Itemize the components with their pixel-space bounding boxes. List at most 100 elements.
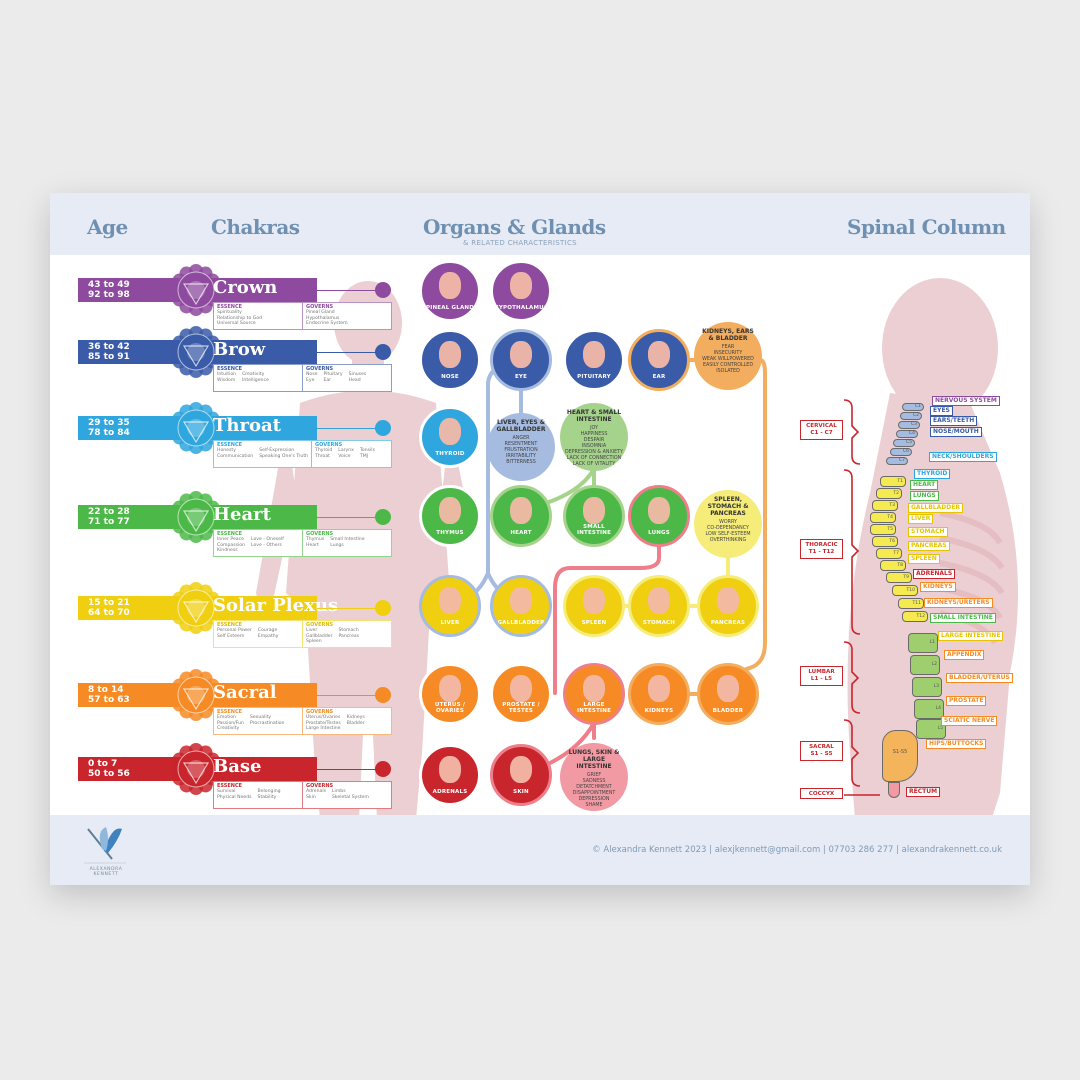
essence-item: Procrastination — [249, 720, 285, 726]
organ-illustration-icon — [438, 586, 462, 614]
chakra-name: Brow — [213, 339, 266, 360]
crown-chakra-symbol-icon — [170, 264, 222, 316]
vertebra-c3: C3 — [898, 421, 920, 429]
chakra-dot — [375, 600, 391, 616]
vertebra-c7: C7 — [886, 457, 908, 465]
essence-item: Survival — [217, 789, 236, 794]
organ-label: PITUITARY — [577, 374, 611, 380]
age-range-line: 78 to 84 — [88, 428, 130, 438]
governs-item: Small Intestine — [330, 537, 365, 542]
spine-label-stomach: STOMACH — [908, 527, 948, 537]
characteristic-item: DISAPPOINTMENT — [572, 791, 616, 796]
organ-illustration-icon — [509, 340, 533, 368]
characteristic-item: LACK OF VITALITY — [572, 462, 616, 467]
region-label-line: LUMBAR — [808, 669, 835, 675]
governs-item: Prostate/Testes — [306, 720, 341, 726]
governs-item: TMJ — [359, 453, 369, 459]
governs-heading: GOVERNS — [306, 709, 334, 715]
vertebra-t4: T4 — [870, 512, 896, 523]
vertebra-c6: C6 — [890, 448, 912, 456]
organ-label: ADRENALS — [432, 789, 468, 795]
organ-illustration-icon — [716, 586, 740, 614]
spine-label-nose-mouth: NOSE/MOUTH — [930, 427, 982, 437]
organ-illustration-icon — [582, 496, 606, 524]
spine-label-heart: HEART — [910, 480, 939, 490]
header-age: Age — [87, 215, 128, 239]
organ-illustration-icon — [647, 496, 671, 524]
characteristic-item: INSECURITY — [713, 351, 743, 356]
region-label-line: COCCYX — [808, 791, 835, 797]
vertebra-c1: C1 — [902, 403, 924, 411]
organ-illustration-icon — [582, 586, 606, 614]
spine-label-rectum: RECTUM — [906, 787, 941, 797]
essence-heading: ESSENCE — [217, 304, 243, 310]
characteristics-title: LUNGS, SKIN & LARGE INTESTINE — [568, 749, 620, 770]
spine-label-prostate: PROSTATE — [946, 696, 987, 706]
organ-label: SMALL INTESTINE — [576, 524, 612, 536]
essence-item: Inner Peace — [217, 537, 244, 542]
organ-heart: HEART — [490, 485, 552, 547]
region-label-line: L1 - L5 — [810, 676, 833, 682]
organ-label: HYPOTHALAMUS — [494, 305, 548, 311]
age-range-line: 64 to 70 — [88, 608, 130, 618]
essence-item: Emotion — [217, 715, 236, 720]
organ-label: LIVER — [440, 620, 460, 626]
organ-illustration-icon — [647, 586, 671, 614]
essence-item: Spirituality — [217, 310, 242, 315]
organ-kidneys: KIDNEYS — [628, 663, 690, 725]
chakra-name: Throat — [213, 415, 281, 436]
organ-pancreas: PANCREAS — [697, 575, 759, 637]
characteristic-item: OVERTHINKING — [709, 538, 747, 543]
characteristic-item: DEPRESSION — [578, 797, 610, 802]
vertebra-t12: T12 — [902, 611, 928, 622]
organ-label: STOMACH — [642, 620, 676, 626]
organ-label: EAR — [652, 374, 666, 380]
governs-item: Eye — [306, 377, 315, 383]
governs-item: Skeletal System — [332, 794, 369, 800]
age-range-line: 43 to 49 — [88, 280, 130, 290]
solar-plexus-chakra-symbol-icon — [170, 582, 222, 634]
governs-item: Thyroid — [315, 448, 333, 453]
vertebra-l5: L5 — [916, 719, 946, 739]
characteristic-item: IRRITABILITY — [506, 454, 536, 459]
spine-label-sciatic-nerve: SCIATIC NERVE — [941, 716, 998, 726]
organ-hypothalamus: HYPOTHALAMUS — [490, 260, 552, 322]
sacral-chakra-symbol-icon — [170, 669, 222, 721]
vertebra-t11: T11 — [898, 598, 924, 609]
age-range-line: 36 to 42 — [88, 342, 130, 352]
organ-illustration-icon — [438, 417, 462, 445]
organ-illustration-icon — [647, 340, 671, 368]
chakra-connector-line — [317, 290, 377, 291]
characteristic-item: FEAR — [721, 345, 735, 350]
header-organs: Organs & Glands — [423, 215, 606, 239]
vertebra-t5: T5 — [870, 524, 896, 535]
vertebra-s1-s5: S1-S5 — [882, 730, 918, 782]
essence-item: Creativity — [217, 726, 240, 732]
age-range-line: 50 to 56 — [88, 769, 130, 779]
